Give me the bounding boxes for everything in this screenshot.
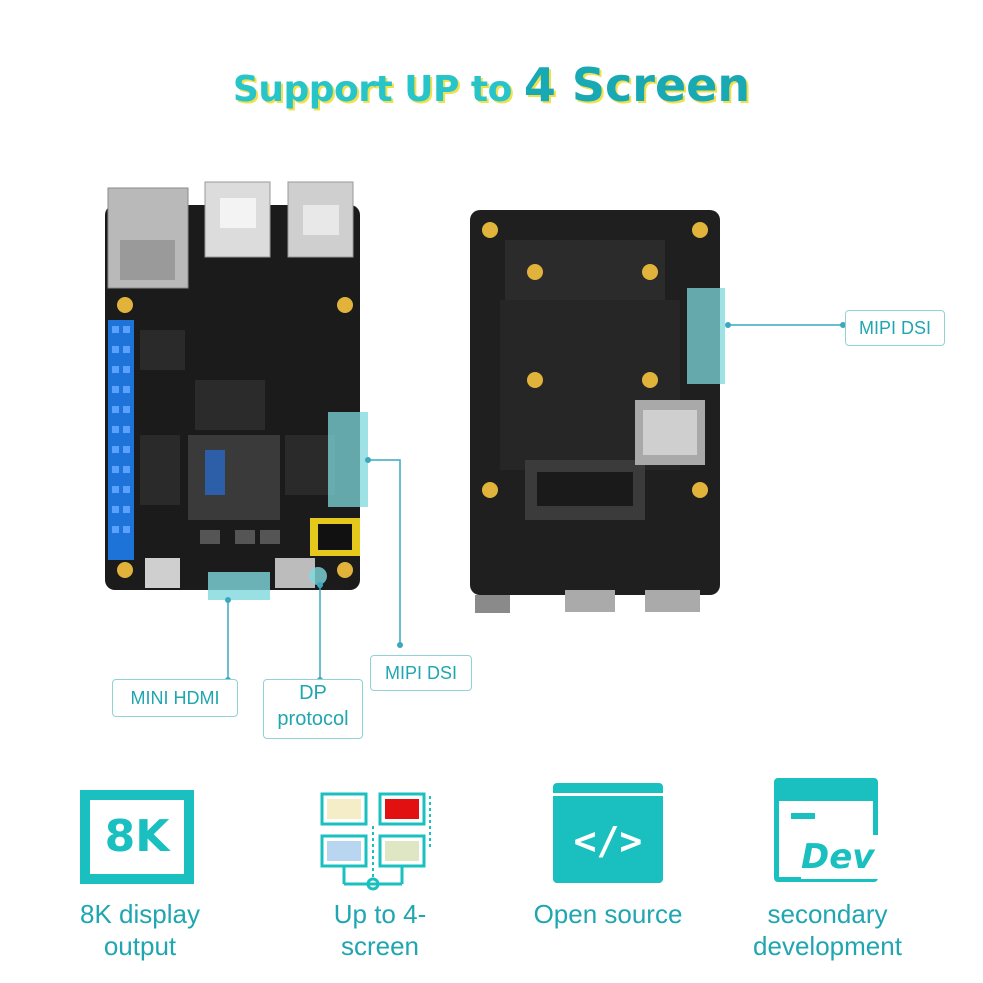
feature-line2: screen [340,931,420,961]
board-back-image [470,210,725,613]
feature-line1: Up to 4- [333,899,427,929]
callout-mini-hdmi: MINI HDMI [112,679,238,717]
callout-label: MIPI DSI [858,318,931,338]
callout-label-line2: protocol [277,708,349,730]
code-icon: </> [553,783,663,883]
feature-label-open-source: Open source [508,898,708,930]
feature-line2: output [103,931,177,961]
callout-dp-protocol: DP protocol [263,679,363,739]
feature-label-secondary-development: secondary development [730,898,925,962]
callout-label-line1: DP [299,682,327,704]
board-front-image [105,181,368,600]
feature-label-8k: 8K display output [55,898,225,962]
feature-line1: Open source [533,899,683,929]
feature-line2: development [753,931,902,961]
title-prefix: Support UP to [232,69,524,110]
dev-icon-text: Dev [801,835,881,879]
dev-window-icon: Dev [774,778,881,882]
feature-line1: 8K display [80,899,200,929]
title-highlight: 4 Screen [523,58,751,112]
8k-icon-text: 8K [90,800,184,874]
callout-label: MINI HDMI [130,688,220,708]
feature-label-multi-screen: Up to 4- screen [295,898,465,962]
8k-icon: 8K [80,790,194,884]
callout-label: MIPI DSI [384,663,457,683]
code-icon-text: </> [573,819,643,863]
callout-mipi-dsi-left: MIPI DSI [370,655,472,691]
multi-screen-icon [320,792,431,891]
page-title: Support UP to 4 Screen [0,58,983,112]
feature-line1: secondary [767,899,888,929]
callout-mipi-dsi-right: MIPI DSI [845,310,945,346]
